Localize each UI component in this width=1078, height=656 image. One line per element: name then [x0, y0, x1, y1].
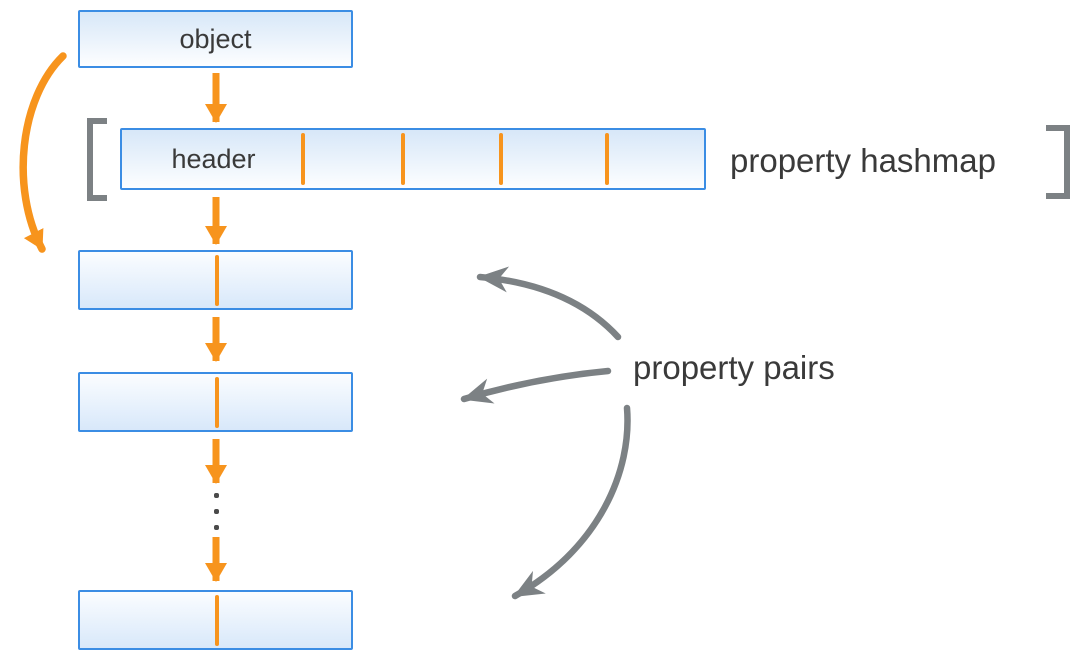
pair-box-1	[78, 250, 353, 310]
pairs-caption: property pairs	[633, 349, 835, 386]
pair-box-2	[78, 372, 353, 432]
object-box-label: object	[179, 23, 252, 54]
arrow-pairs-to-pair2	[460, 367, 612, 404]
ellipsis-dot	[214, 493, 219, 498]
arrow-pairs-to-pair3	[511, 404, 631, 600]
pair-box-3	[78, 590, 353, 650]
bracket-left	[87, 118, 107, 201]
arrow-pairs-to-pair1	[476, 266, 622, 341]
ellipsis-dot	[214, 509, 219, 514]
ellipsis-dot	[214, 525, 219, 530]
arrow-object-to-pairs-curved	[19, 52, 67, 253]
hashmap-header-box: header	[120, 128, 706, 190]
hashmap-header-label: header	[171, 143, 256, 174]
bracket-right	[1046, 125, 1070, 199]
hashmap-caption: property hashmap	[730, 142, 996, 179]
object-box: object	[78, 10, 353, 68]
